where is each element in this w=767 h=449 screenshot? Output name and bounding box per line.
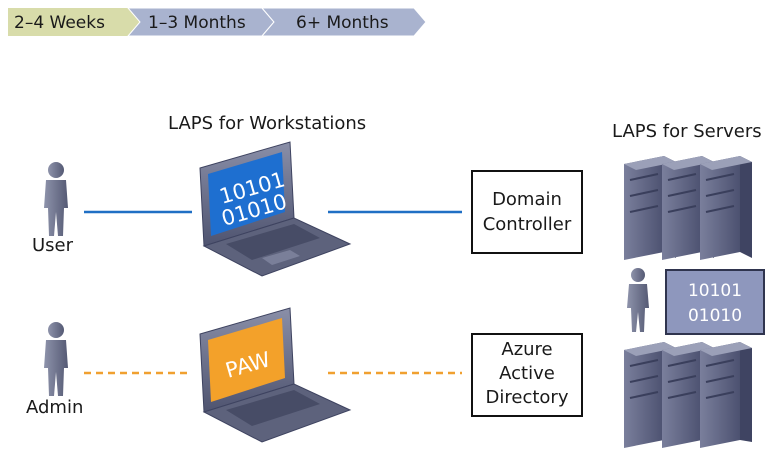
server-password-panel xyxy=(665,269,765,335)
timeline-bar: 2–4 Weeks 1–3 Months 6+ Months xyxy=(8,7,427,37)
admin-person-icon xyxy=(44,322,68,396)
timeline-phase-1-label: 2–4 Weeks xyxy=(14,13,105,33)
server-rack-bottom-icon xyxy=(624,342,752,448)
domain-controller-box xyxy=(471,170,583,254)
workstation-laptop-icon: 10101 01010 xyxy=(199,141,352,277)
server-rack-top-icon xyxy=(624,156,752,260)
server-panel-line2: 01010 xyxy=(688,306,742,326)
user-label: User xyxy=(32,235,74,256)
server-admin-person-icon xyxy=(627,268,649,332)
admin-label: Admin xyxy=(26,397,83,418)
timeline-phase-2-label: 1–3 Months xyxy=(148,13,246,33)
azure-ad-line1: Azure xyxy=(501,339,552,360)
workstations-heading: LAPS for Workstations xyxy=(168,113,366,134)
timeline-phase-1 xyxy=(8,8,140,36)
timeline-phase-3-label: 6+ Months xyxy=(296,13,389,33)
user-person-icon xyxy=(44,162,68,236)
domain-controller-line2: Controller xyxy=(483,214,572,235)
servers-heading: LAPS for Servers xyxy=(612,121,762,142)
paw-laptop-icon: PAW xyxy=(199,307,352,443)
timeline-phase-3 xyxy=(260,7,427,37)
server-panel-line1: 10101 xyxy=(688,281,742,301)
azure-ad-box xyxy=(471,333,583,417)
azure-ad-line2: Active xyxy=(499,363,555,384)
azure-ad-line3: Directory xyxy=(486,387,569,408)
domain-controller-line1: Domain xyxy=(492,189,562,210)
